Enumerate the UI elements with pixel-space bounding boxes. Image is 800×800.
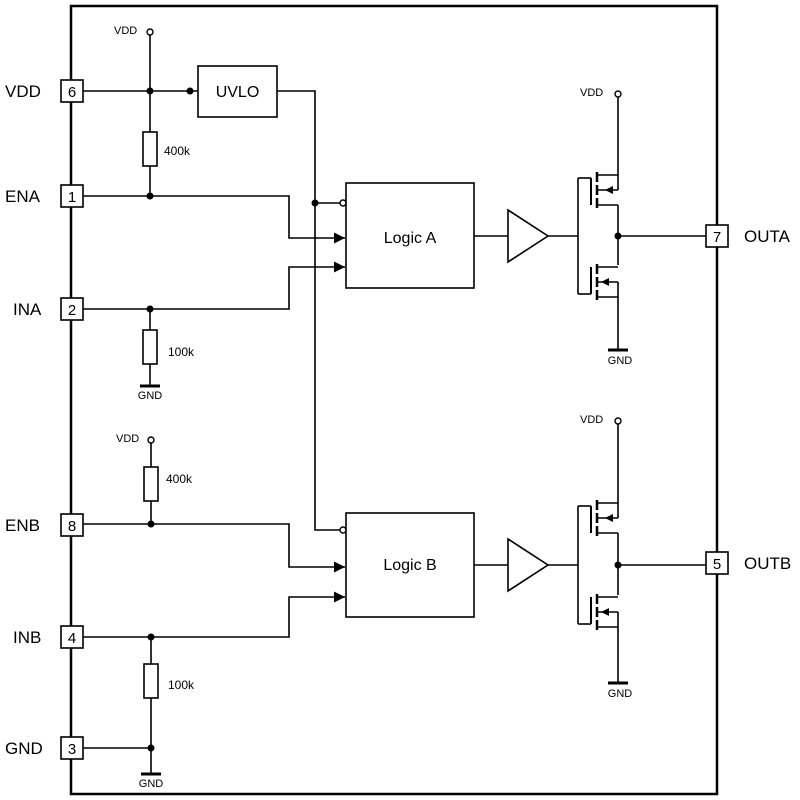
resistor-enb-value: 400k xyxy=(166,472,193,486)
pin-outb-number: 5 xyxy=(713,556,721,573)
pin-enb-number: 8 xyxy=(68,518,76,535)
logic-a-block: Logic A xyxy=(345,182,475,289)
pin-ena-number: 1 xyxy=(68,189,76,206)
uvlo-output-wire xyxy=(277,90,340,531)
pin-vdd[interactable]: VDD 6 xyxy=(5,79,84,103)
logic-a-label: Logic A xyxy=(384,230,437,247)
rail-vdd-label-top: VDD xyxy=(114,25,137,37)
pin-outa[interactable]: 7 OUTA xyxy=(705,224,791,248)
pin-vdd-number: 6 xyxy=(68,84,76,101)
rail-gnd-label-outb: GND xyxy=(608,688,633,700)
logic-b-block: Logic B xyxy=(345,512,475,618)
pin-enb[interactable]: ENB 8 xyxy=(5,513,84,537)
package-outline xyxy=(69,4,719,796)
buffer-b xyxy=(507,537,550,593)
pin-ena[interactable]: ENA 1 xyxy=(5,184,84,208)
pin-enb-label: ENB xyxy=(5,516,40,535)
pin-ina[interactable]: INA 2 xyxy=(13,297,84,321)
pin-ina-number: 2 xyxy=(68,302,76,319)
pin-inb-number: 4 xyxy=(68,630,76,647)
rail-gnd-label-outa: GND xyxy=(608,355,633,367)
logic-b-label: Logic B xyxy=(383,557,436,574)
resistor-ina-value: 100k xyxy=(168,345,195,359)
pin-inb-label: INB xyxy=(13,628,41,647)
pin-outa-number: 7 xyxy=(713,229,721,246)
buffer-a xyxy=(507,208,550,264)
enb-network: VDD 400k xyxy=(83,433,345,573)
resistor-ena-value: 400k xyxy=(164,144,191,158)
pin-vdd-label: VDD xyxy=(5,82,41,101)
ena-wire xyxy=(83,195,345,244)
pin-outa-label: OUTA xyxy=(744,227,791,246)
uvlo-block: UVLO xyxy=(197,65,278,118)
output-stage-b: VDD GND xyxy=(548,414,706,700)
pin-ena-label: ENA xyxy=(5,187,41,206)
resistor-inb-value: 100k xyxy=(168,678,195,692)
uvlo-label: UVLO xyxy=(216,84,260,101)
ina-network: 100k GND xyxy=(83,261,345,402)
resistor-ena-pullup: 400k xyxy=(142,131,191,200)
rail-gnd-label-inb: GND xyxy=(139,778,164,790)
pin-gnd-label: GND xyxy=(5,739,43,758)
rail-vdd-label-outa: VDD xyxy=(580,87,603,99)
uvlo-to-logic-a xyxy=(311,199,347,207)
rail-vdd-label-outb: VDD xyxy=(580,414,603,426)
vdd-supply-network: VDD xyxy=(83,25,198,132)
pin-gnd-number: 3 xyxy=(68,741,76,758)
pin-outb[interactable]: 5 OUTB xyxy=(705,551,791,575)
uvlo-to-logic-b-inverter xyxy=(339,526,347,534)
pin-outb-label: OUTB xyxy=(744,554,791,573)
rail-gnd-label-ina: GND xyxy=(138,390,163,402)
pin-ina-label: INA xyxy=(13,300,42,319)
output-stage-a: VDD GND xyxy=(548,87,706,367)
pin-inb[interactable]: INB 4 xyxy=(13,625,84,649)
rail-vdd-label-enb: VDD xyxy=(116,433,139,445)
pin-gnd[interactable]: GND 3 xyxy=(5,736,84,760)
inb-network: 100k GND xyxy=(83,591,345,790)
